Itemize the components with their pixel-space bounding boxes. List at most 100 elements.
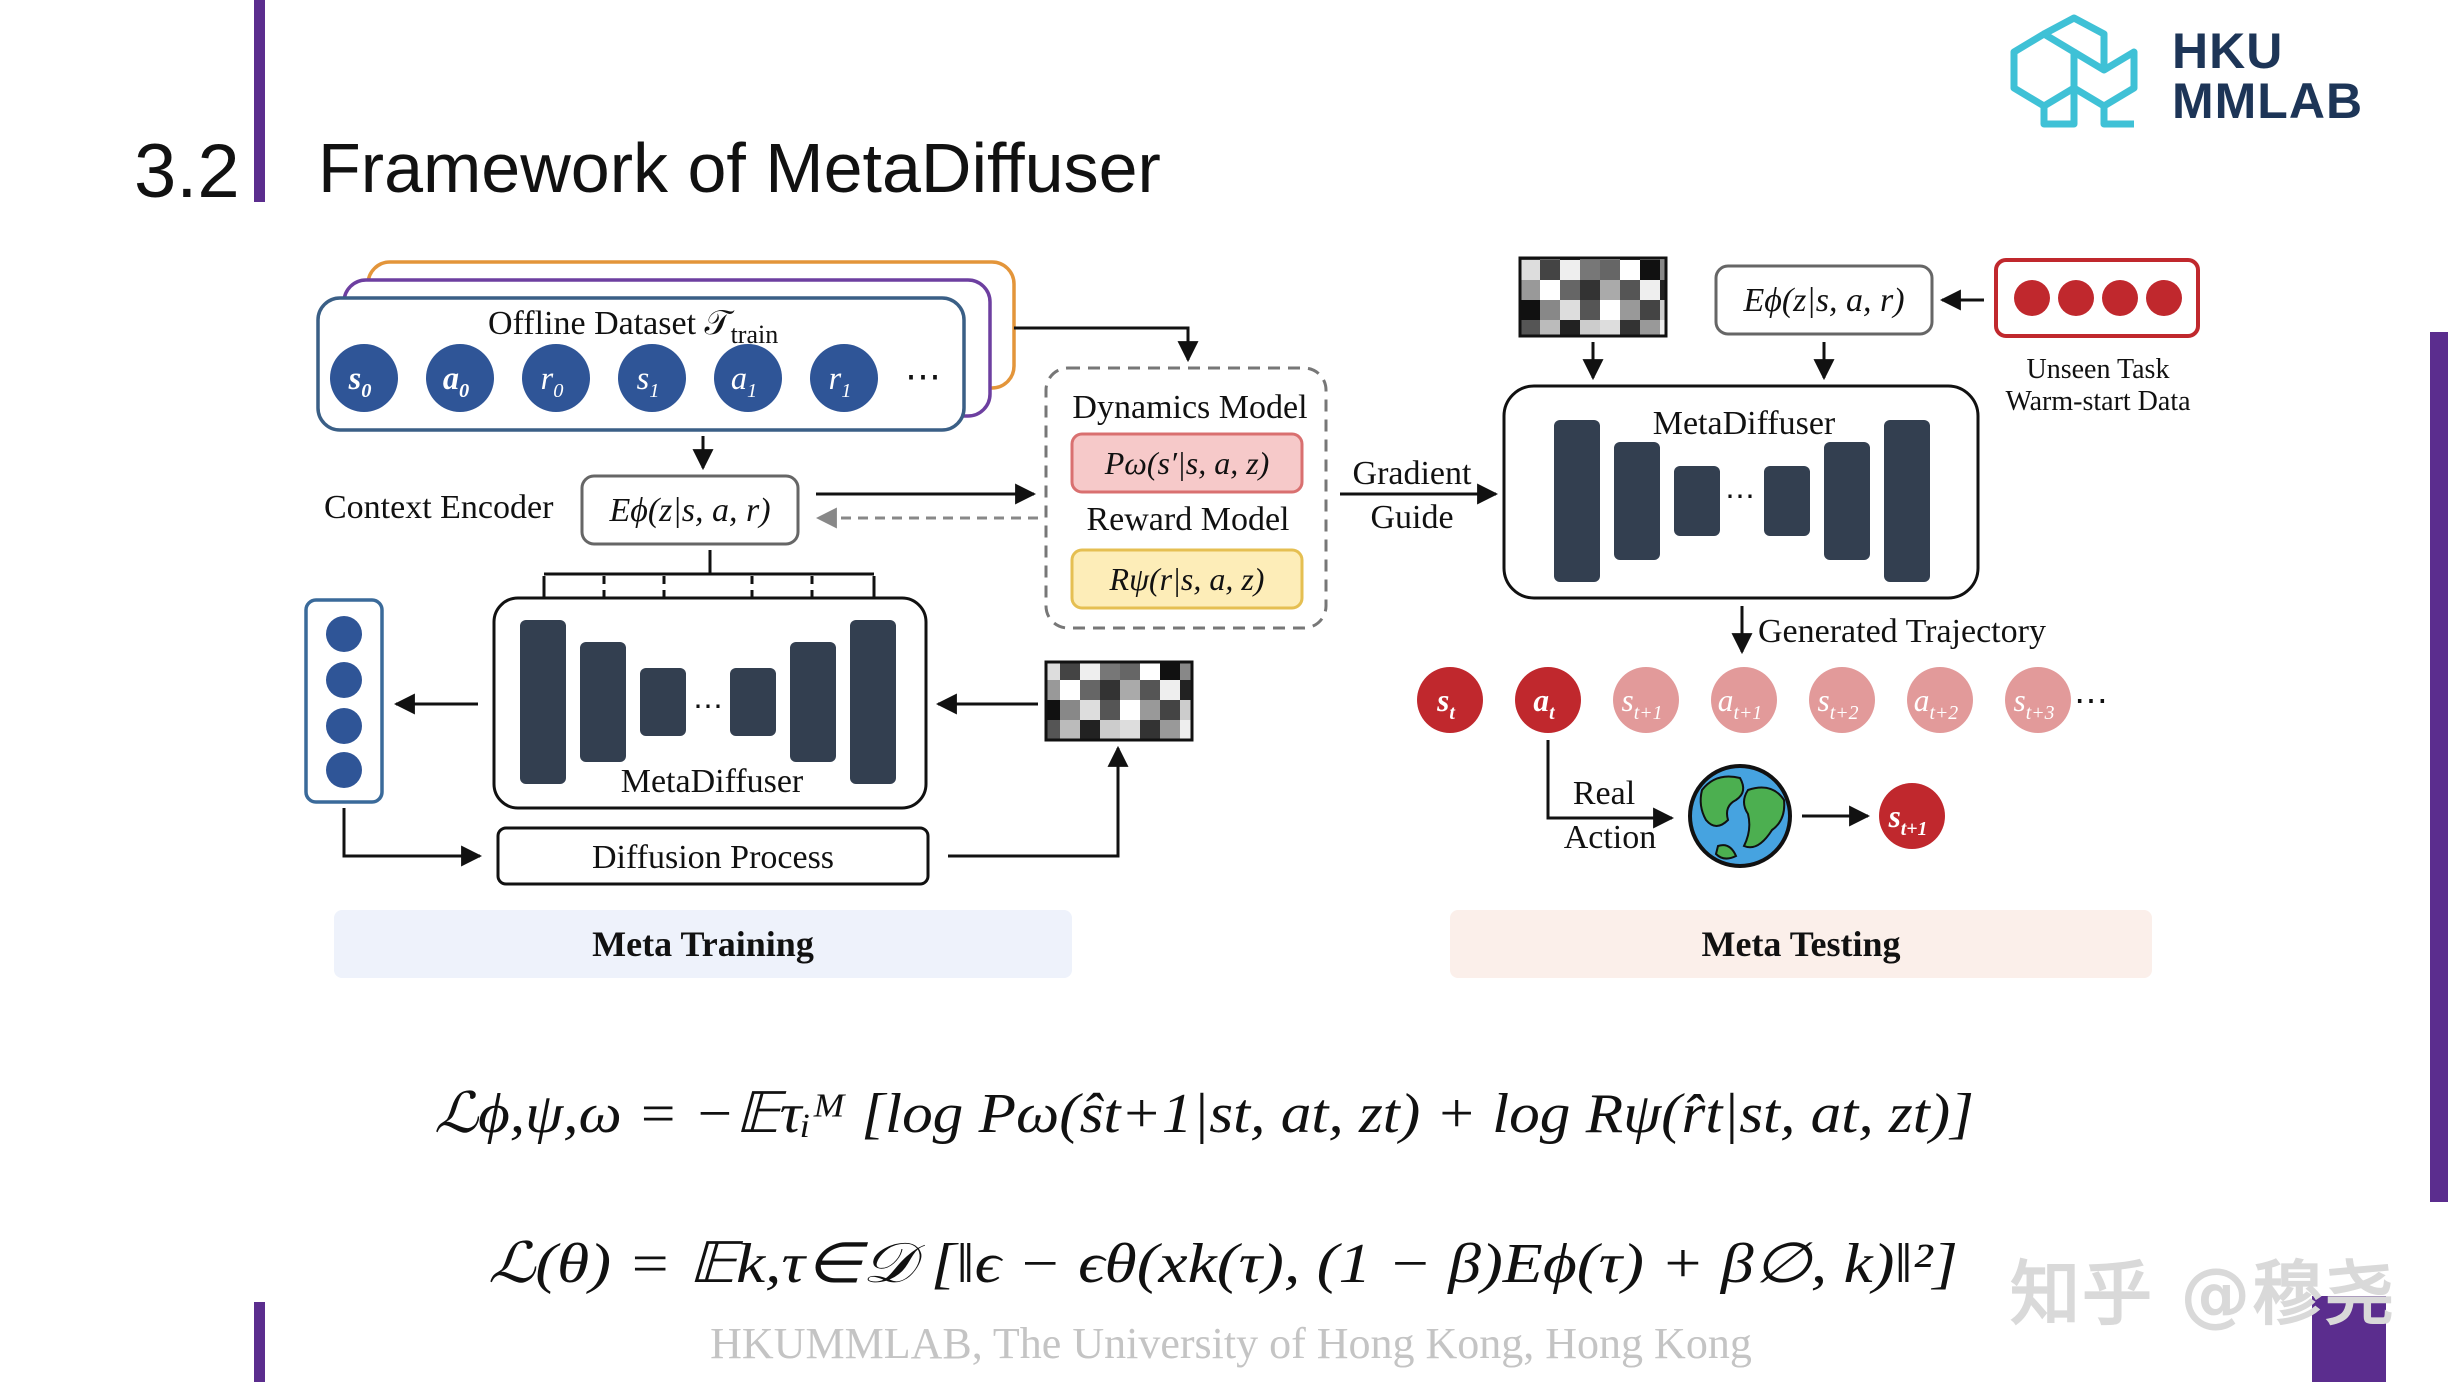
equation-2-render: ℒ(θ) = 𝔼k,τ∈𝒟 [‖ϵ − ϵθ(xk(τ), (1 − β)Eϕ(… [488, 1233, 1958, 1295]
trajectory-node-6-label: st+3 [2014, 683, 2055, 724]
test-unet-bar-0 [1554, 420, 1600, 582]
trajectory-node-2-label: st+1 [1622, 683, 1663, 724]
footer-affiliation: HKUMMLAB, The University of Hong Kong, H… [710, 1319, 1752, 1368]
arrow-dataset-to-dynamics [1014, 326, 1199, 363]
arrow-diffusion-to-noise [948, 745, 1129, 858]
trajectory-node-5: at+2 [1907, 667, 1973, 733]
encoder-box [580, 474, 800, 546]
trajectory-node-6: st+3 [2005, 667, 2071, 733]
dataset-title: Offline Dataset 𝒯train [488, 305, 778, 349]
warm-start-dot-0 [2014, 280, 2050, 316]
diffusion-process-box [496, 826, 930, 886]
encoder-box-test [1714, 264, 1934, 336]
dataset-token-1: a0 [426, 344, 494, 412]
train-unet-bar-4 [790, 642, 836, 762]
real-action-line1: Real [1573, 775, 1635, 812]
dataset-token-5-circle [810, 344, 878, 412]
reward-label: Reward Model [1086, 501, 1289, 538]
trajectory-node-4-circle [1809, 667, 1875, 733]
train-unet-bar-5 [850, 620, 896, 784]
trajectory-node-0: st [1417, 667, 1483, 733]
warm-start-dot-2 [2102, 280, 2138, 316]
meta-training-label: Meta Training [592, 924, 814, 964]
trajectory-node-4-label: st+2 [1818, 683, 1859, 724]
warm-start-data-box [1994, 258, 2200, 338]
dataset-token-1-circle [426, 344, 494, 412]
dataset-token-3: s1 [618, 344, 686, 412]
output-dot-0 [326, 616, 362, 652]
accent-block-bottom-right [2312, 1296, 2386, 1382]
trajectory-node-3: at+1 [1711, 667, 1777, 733]
next-state-node-circle [1879, 783, 1945, 849]
arrow-output-to-diffusion [342, 808, 483, 867]
trajectory-node-2-circle [1613, 667, 1679, 733]
dataset-token-1-label: a0 [443, 360, 469, 402]
encoder-formula-test: Eϕ(z|s, a, r) [1742, 282, 1904, 319]
trajectory-node-2: st+1 [1613, 667, 1679, 733]
watermark: 知乎 @穆尧 [2010, 1253, 2397, 1335]
dynamics-formula: Pω(s′|s, a, z) [1104, 445, 1270, 481]
gradient-guide-line2: Guide [1370, 499, 1453, 536]
dataset-token-2-circle [522, 344, 590, 412]
dataset-token-0-label: s0 [348, 360, 372, 402]
encoder-formula: Eϕ(z|s, a, r) [608, 492, 770, 529]
equation-2: ℒ(θ) = 𝔼k,τ∈𝒟 [‖ϵ − ϵθ(xk(τ), (1 − β)Eϕ(… [488, 1222, 1968, 1312]
logo-line-1: HKU [2172, 23, 2284, 79]
meta-training-panel [334, 910, 1072, 978]
output-dot-3 [326, 752, 362, 788]
train-unet-bar-2 [640, 668, 686, 736]
equation-1-render: ℒϕ,ψ,ω = −𝔼τᵢᴹ [log Pω(ŝt+1|st, at, zt) … [434, 1083, 1974, 1145]
trajectory-node-1-label: at [1533, 683, 1555, 724]
dynamics-label: Dynamics Model [1072, 389, 1307, 426]
dataset-token-3-label: s1 [637, 360, 660, 402]
arrow-real-action [1546, 740, 1675, 829]
dataset-token-4-circle [714, 344, 782, 412]
train-diffuser-ellipsis: ⋯ [693, 690, 723, 723]
dataset-token-4-label: a1 [731, 360, 757, 402]
meta-testing-panel [1450, 910, 2152, 978]
page-title: Framework of MetaDiffuser [318, 129, 1161, 207]
trajectory-node-0-label: st [1436, 683, 1455, 724]
trajectory-ellipsis: ⋯ [2074, 683, 2108, 720]
globe-icon [1688, 764, 1792, 868]
trajectory-node-4: st+2 [1809, 667, 1875, 733]
test-unet-bar-3 [1764, 466, 1810, 536]
output-dot-1 [326, 662, 362, 698]
test-diffuser-label: MetaDiffuser [1653, 405, 1836, 442]
dataset-token-4: a1 [714, 344, 782, 412]
trajectory-node-5-circle [1907, 667, 1973, 733]
accent-bar-top [254, 0, 265, 202]
trajectory-node-1: at [1515, 667, 1581, 733]
trajectory-node-6-circle [2005, 667, 2071, 733]
train-unet-bar-1 [580, 642, 626, 762]
noise-image-test [1518, 256, 1668, 338]
equation-1: ℒϕ,ψ,ω = −𝔼τᵢᴹ [log Pω(ŝt+1|st, at, zt) … [434, 1072, 1994, 1162]
meta-testing-label: Meta Testing [1701, 924, 1900, 964]
test-unet-bar-5 [1884, 420, 1930, 582]
equation-1-text: ℒϕ,ψ,ω = −𝔼τᵢᴹ [log Pω(ŝt+1|st, at, zt) … [434, 1083, 1974, 1145]
unseen-task-line1: Unseen Task [2027, 354, 2170, 385]
context-encoder-label: Context Encoder [324, 489, 554, 526]
accent-bar-bottom [254, 1302, 265, 1382]
warm-start-dot-1 [2058, 280, 2094, 316]
trajectory-node-3-label: at+1 [1718, 683, 1762, 724]
test-unet-bar-1 [1614, 442, 1660, 560]
reward-formula: Rψ(r|s, a, z) [1109, 561, 1265, 597]
dataset-token-0: s0 [330, 344, 398, 412]
noise-image-train [1044, 660, 1194, 742]
unseen-task-line2: Warm-start Data [2005, 386, 2191, 417]
test-diffuser-ellipsis: ⋯ [1725, 480, 1755, 513]
accent-bar-right [2430, 332, 2448, 1202]
train-unet-bar-0 [520, 620, 566, 784]
generated-trajectory-label: Generated Trajectory [1758, 613, 2046, 650]
dynamics-box [1070, 432, 1304, 494]
reward-box [1070, 548, 1304, 610]
next-state-node: st+1 [1879, 783, 1945, 849]
dataset-ellipsis: ⋯ [905, 356, 941, 396]
test-unet-bar-4 [1824, 442, 1870, 560]
next-state-node-label: st+1 [1888, 799, 1928, 840]
trajectory-node-3-circle [1711, 667, 1777, 733]
equation-2-text: ℒ(θ) = 𝔼k,τ∈𝒟 [‖ϵ − ϵθ(xk(τ), (1 − β)Eϕ(… [488, 1233, 1958, 1295]
test-unet-bar-2 [1674, 466, 1720, 536]
